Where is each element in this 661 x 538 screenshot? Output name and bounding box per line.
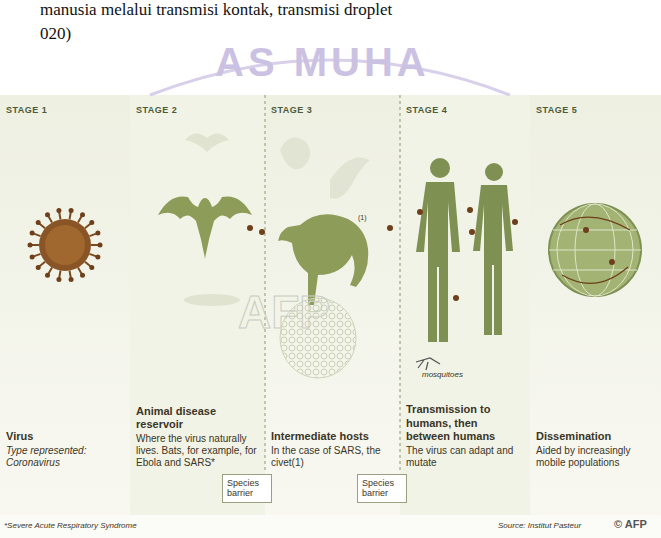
stage-name: Dissemination	[536, 430, 655, 443]
species-barrier-box: Species barrier	[357, 474, 407, 503]
stage-panel-ground	[530, 95, 661, 515]
stage-description: In the case of SARS, the civet(1)	[271, 445, 394, 469]
bat	[158, 196, 252, 259]
stage-text-group: VirusType represented: Coronavirus	[6, 430, 124, 469]
infographic-ground	[0, 95, 661, 538]
species-divider	[400, 95, 401, 470]
virus-illustration	[28, 208, 103, 282]
stage-name: Animal disease reservoir	[136, 405, 259, 431]
stage-panel-ground	[400, 95, 530, 515]
stage-text-group: Intermediate hosts In the case of SARS, t…	[271, 430, 394, 469]
stage-heading: STAGE 2	[136, 105, 259, 115]
watermark: AFP	[238, 285, 330, 339]
copyright: © AFP	[614, 518, 647, 530]
stage-heading: STAGE 4	[406, 105, 524, 115]
stage-panel: STAGE 5 DisseminationAided by increasingl…	[530, 95, 661, 473]
stage-name: Virus	[6, 430, 124, 443]
stage-description: The virus can adapt and mutate	[406, 445, 524, 469]
mosquito	[416, 358, 440, 370]
stage-description: Aided by increasingly mobile populations	[536, 445, 655, 469]
species-barrier-box: Species barrier	[222, 474, 272, 503]
stage-text-group: Animal disease reservoirWhere the virus …	[136, 405, 259, 469]
stage-name: Intermediate hosts	[271, 430, 394, 443]
globe	[549, 204, 641, 296]
stage-heading: STAGE 3	[271, 105, 394, 115]
stage-heading: STAGE 1	[6, 105, 124, 115]
stage-panel: STAGE 1 VirusType represented: Coronaviru…	[0, 95, 130, 473]
species-divider	[265, 95, 266, 470]
bat-shadow	[184, 294, 240, 306]
barrier-label: Species barrier	[227, 478, 267, 499]
stage-text-group: DisseminationAided by increasingly mobil…	[536, 430, 655, 469]
stage-heading: STAGE 5	[536, 105, 655, 115]
footnote-marker: (1)	[358, 214, 367, 221]
chicken-silhouette	[280, 138, 310, 170]
human-figures	[416, 158, 513, 342]
source-note: Source: Institut Pasteur	[498, 521, 581, 530]
stage-description: Where the virus naturally lives. Bats, f…	[136, 433, 259, 469]
stage-description: Type represented: Coronavirus	[6, 445, 124, 469]
stage-panel: STAGE 3 Intermediate hosts In the case of …	[265, 95, 400, 473]
lizard-silhouette	[330, 158, 370, 199]
stage-text-group: Transmission to humans, then between hum…	[406, 403, 524, 469]
stage-panel: STAGE 2 Animal disease reservoirWhere the…	[130, 95, 265, 473]
footnote: *Severe Acute Respiratory Syndrome	[4, 521, 137, 530]
bird-silhouette	[185, 133, 229, 152]
watermark: AS MUHA	[215, 40, 430, 85]
stage-panel-ground	[0, 95, 130, 515]
barrier-label: Species barrier	[362, 478, 402, 499]
body-text-line: 020)	[40, 24, 71, 44]
body-text-line: manusia melalui transmisi kontak, transm…	[40, 0, 392, 20]
stage-name: Transmission to humans, then between hum…	[406, 403, 524, 443]
mosquito-label: mosquitoes	[422, 370, 463, 379]
stage-panel: STAGE 4 Transmission to humans, then betw…	[400, 95, 530, 473]
